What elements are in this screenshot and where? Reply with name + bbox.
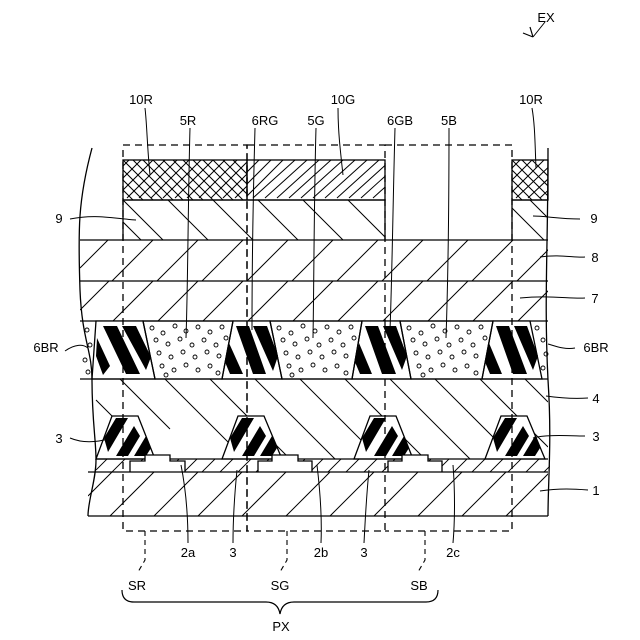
layer-8 <box>80 240 558 281</box>
label-3-bottom-1: 3 <box>229 545 236 560</box>
pixel-brace <box>122 590 438 614</box>
label-2c: 2c <box>446 545 460 560</box>
label-7: 7 <box>591 291 598 306</box>
label-10r-left: 10R <box>129 92 153 107</box>
label-3-right: 3 <box>592 429 599 444</box>
label-3-bottom-2: 3 <box>360 545 367 560</box>
phosphor-5g <box>270 321 362 379</box>
label-6rg: 6RG <box>252 113 279 128</box>
label-8: 8 <box>591 250 598 265</box>
label-6br-right: 6BR <box>583 340 608 355</box>
layer-9 <box>123 200 570 240</box>
label-9-right: 9 <box>590 211 597 226</box>
label-4: 4 <box>592 391 599 406</box>
label-1: 1 <box>592 483 599 498</box>
label-9-left: 9 <box>55 211 62 226</box>
label-2a: 2a <box>181 545 196 560</box>
label-5r: 5R <box>180 113 197 128</box>
partition-3-3 <box>354 416 413 459</box>
color-filter-10r-right <box>512 160 580 200</box>
label-6br-left: 6BR <box>33 340 58 355</box>
label-sb: SB <box>410 578 427 593</box>
label-sg: SG <box>271 578 290 593</box>
partition-3-2 <box>222 416 282 459</box>
layer-7 <box>80 281 558 321</box>
label-3-left: 3 <box>55 431 62 446</box>
label-10g: 10G <box>331 92 356 107</box>
label-px: PX <box>272 619 290 634</box>
color-filter-10g <box>247 160 415 200</box>
partition-3-1 <box>96 416 155 459</box>
label-10r-right: 10R <box>519 92 543 107</box>
label-ex: EX <box>537 10 555 25</box>
label-5g: 5G <box>307 113 324 128</box>
label-2b: 2b <box>314 545 328 560</box>
label-6gb: 6GB <box>387 113 413 128</box>
ex-arrowhead <box>523 27 533 37</box>
phosphor-5r <box>143 321 233 379</box>
label-5b: 5B <box>441 113 457 128</box>
label-sr: SR <box>128 578 146 593</box>
